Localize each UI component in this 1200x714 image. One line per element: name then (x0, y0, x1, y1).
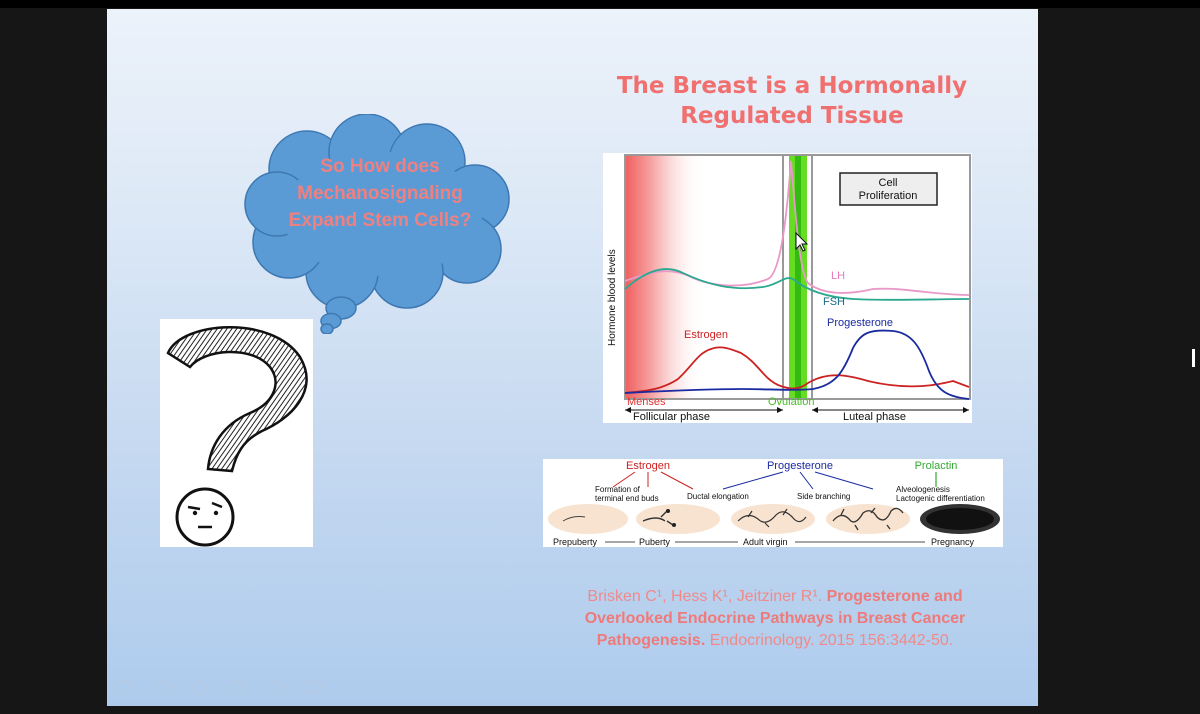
presentation-slide: The Breast is a Hormonally Regulated Tis… (107, 9, 1038, 706)
side-branching-label: Side branching (797, 492, 850, 501)
hormone-cycle-chart: Cell Proliferation Hormone blood levels … (603, 153, 972, 423)
window-edge-handle[interactable] (1192, 349, 1195, 367)
citation: Brisken C¹, Hess K¹, Jeitziner R¹. Proge… (555, 586, 995, 652)
question-mark-drawing-icon (166, 326, 308, 547)
thinking-face-drawing-icon (175, 487, 235, 547)
top-bar (0, 0, 1200, 8)
more-options-icon[interactable] (307, 680, 321, 694)
strip-estrogen-label: Estrogen (626, 460, 670, 472)
previous-slide-icon[interactable] (117, 680, 131, 694)
menses-label: Menses (627, 396, 666, 408)
citation-journal: Endocrinology. 2015 156:3442-50. (709, 632, 954, 649)
slides-grid-icon[interactable] (231, 680, 245, 694)
mammary-development-figure: Estrogen Progesterone Prolactin Formatio… (543, 459, 1003, 547)
next-slide-icon[interactable] (155, 680, 169, 694)
ductal-label: Ductal elongation (687, 492, 749, 501)
slide-title: The Breast is a Hormonally Regulated Tis… (616, 73, 968, 129)
lh-label: LH (831, 270, 845, 282)
proliferation-label: Proliferation (859, 190, 918, 202)
ovulation-label: Ovulation (768, 396, 814, 408)
pen-icon[interactable] (193, 680, 207, 694)
strip-progesterone-label: Progesterone (767, 460, 833, 472)
adult-virgin-label: Adult virgin (743, 537, 788, 547)
citation-authors: Brisken C¹, Hess K¹, Jeitziner R¹. (587, 588, 823, 605)
question-mark-panel (160, 319, 313, 547)
follicular-phase-label: Follicular phase (633, 411, 710, 423)
thought-bubble-text: So How does Mechanosignaling Expand Stem… (288, 156, 472, 231)
lactogenic-label: Lactogenic differentiation (896, 494, 985, 503)
progesterone-curve (624, 329, 970, 400)
cell-label: Cell (879, 177, 898, 189)
prepuberty-label: Prepuberty (553, 537, 598, 547)
citation-title: Progesterone and Overlooked Endocrine Pa… (584, 588, 966, 649)
fsh-label: FSH (823, 296, 845, 308)
fsh-curve (624, 268, 970, 301)
pregnancy-label: Pregnancy (931, 537, 975, 547)
alveologenesis-label: Alveologenesis (896, 485, 950, 494)
zoom-icon[interactable] (269, 680, 283, 694)
puberty-label: Puberty (639, 537, 671, 547)
luteal-phase-label: Luteal phase (843, 411, 906, 423)
formation-label-1: Formation of (595, 485, 641, 494)
cell-proliferation-box (839, 172, 938, 206)
mouse-cursor-icon (795, 231, 809, 252)
estrogen-curve (624, 346, 970, 394)
formation-label-2: terminal end buds (595, 494, 659, 503)
progesterone-label: Progesterone (827, 317, 893, 329)
y-axis-label: Hormone blood levels (607, 249, 618, 346)
estrogen-label: Estrogen (684, 329, 728, 341)
strip-prolactin-label: Prolactin (915, 460, 958, 472)
thought-cloud-icon (244, 114, 510, 334)
